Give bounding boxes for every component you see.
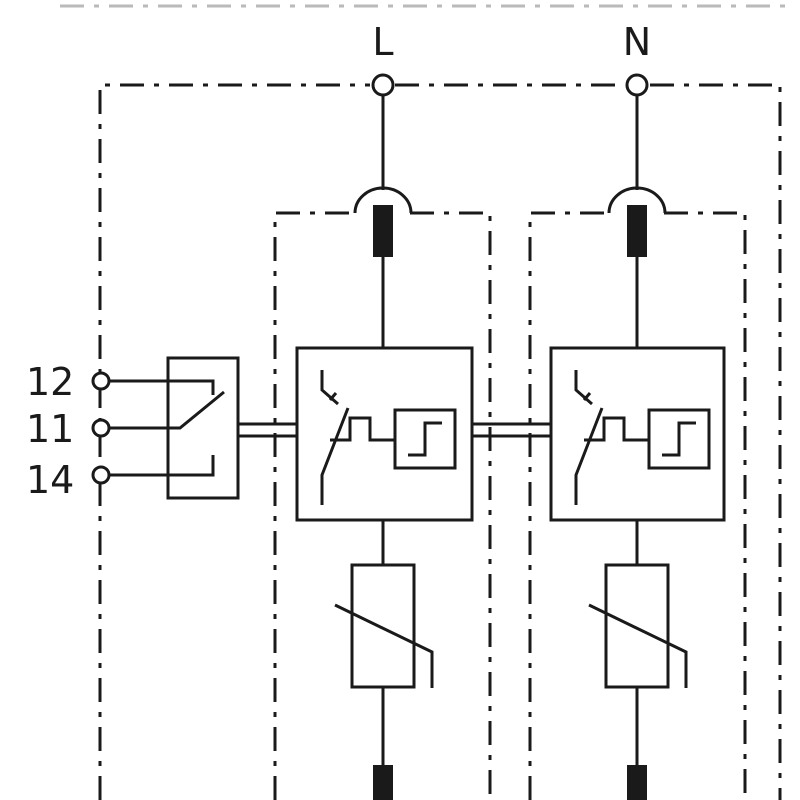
neutral-thermal-element-box xyxy=(647,408,711,470)
contact-label-14: 14 xyxy=(26,458,74,502)
neutral-enclosure-right xyxy=(664,211,747,800)
remote-signal-contact: 12 11 14 xyxy=(26,356,240,502)
neutral-varistor xyxy=(604,563,670,689)
contact-11-terminal[interactable] xyxy=(91,418,111,438)
contact-12-terminal[interactable] xyxy=(91,371,111,391)
contact-14-terminal[interactable] xyxy=(91,465,111,485)
neutral-disconnector-switch-blade xyxy=(574,407,604,505)
line-crossover-hump xyxy=(353,186,413,214)
line-fuse-top xyxy=(373,205,393,257)
line-enclosure-right xyxy=(410,211,492,800)
terminal-label-line: L xyxy=(372,20,393,64)
terminal-label-neutral: N xyxy=(623,20,651,64)
line-enclosure-left xyxy=(273,211,355,800)
neutral-disconnector-contact-upper xyxy=(574,370,593,406)
neutral-enclosure-left xyxy=(528,211,609,800)
neutral-fuse-top xyxy=(627,205,647,257)
line-module xyxy=(273,73,492,800)
mechanical-coupling xyxy=(238,422,551,438)
line-thermal-element-box xyxy=(393,408,457,470)
contact-label-12: 12 xyxy=(26,360,74,404)
neutral-thermal-element-symbol xyxy=(662,421,696,457)
line-thermal-element-symbol xyxy=(408,421,442,457)
line-mechanical-link xyxy=(330,416,395,442)
outer-housing-right xyxy=(650,83,782,800)
contact-11-wire-and-blade xyxy=(109,390,225,430)
neutral-varistor-curve xyxy=(588,603,688,688)
outer-housing-left xyxy=(98,83,370,800)
line-varistor-curve xyxy=(334,603,434,688)
contact-label-11: 11 xyxy=(26,407,74,451)
neutral-mechanical-link xyxy=(584,416,649,442)
neutral-module xyxy=(528,73,747,800)
line-disconnector-contact-upper xyxy=(320,370,339,406)
terminal-l-connector[interactable] xyxy=(371,73,395,97)
contact-14-wire xyxy=(109,455,215,477)
line-varistor xyxy=(350,563,416,689)
neutral-fuse-bottom xyxy=(627,765,647,800)
line-disconnector-switch-blade xyxy=(320,407,350,505)
line-fuse-bottom xyxy=(373,765,393,800)
terminal-n-connector[interactable] xyxy=(625,73,649,97)
neutral-crossover-hump xyxy=(607,186,667,214)
contact-12-wire xyxy=(109,379,215,395)
